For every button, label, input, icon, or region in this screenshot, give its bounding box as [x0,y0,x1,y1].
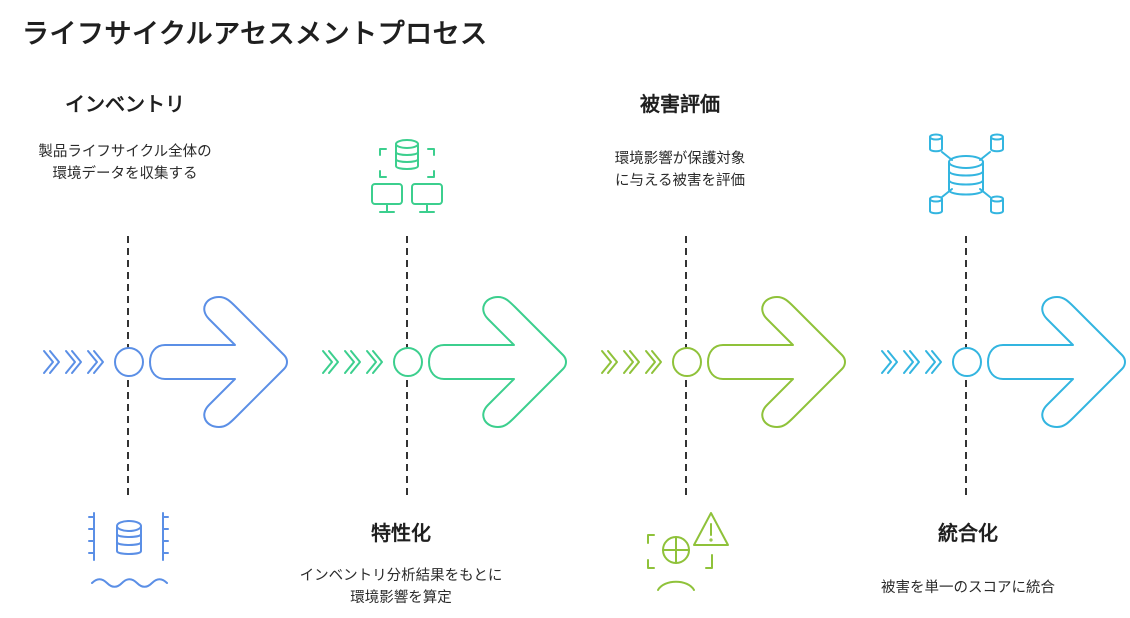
chevron-icon [909,350,920,374]
chevron-icon [645,350,656,374]
stage-title-damage: 被害評価 [640,92,720,116]
chevron-icon [931,350,942,374]
stage-desc-inventory: 製品ライフサイクル全体の 環境データを収集する [0,141,255,185]
stage-title-integration: 統合化 [938,521,998,545]
stage-desc-inventory-line1: 製品ライフサイクル全体の [38,144,212,160]
stage-title-inventory: インベントリ [65,92,185,116]
stage-desc-integration-line1: 被害を単一のスコアに統合 [881,580,1055,596]
chevron-icon [93,350,104,374]
chevron-icon [925,350,936,374]
database-hub-icon [929,133,1004,215]
chevron-icon [881,350,892,374]
chevron-icon [629,350,640,374]
stage-node-inventory [114,347,144,377]
stage-desc-integration: 被害を単一のスコアに統合 [838,577,1098,599]
big-arrow-inventory [149,296,288,428]
stage-desc-damage-line2: に与える被害を評価 [614,173,746,189]
chevron-icon [344,350,355,374]
chevron-icon [322,350,333,374]
chevron-icon [87,350,98,374]
globe-warning-icon [647,512,729,591]
page-title: ライフサイクルアセスメントプロセス [22,19,488,50]
chevron-icon [601,350,612,374]
stage-node-damage [672,347,702,377]
chevron-icon [350,350,361,374]
chevron-icon [65,350,76,374]
stage-desc-damage-line1: 環境影響が保護対象 [614,151,746,167]
stage-desc-characterization-line2: 環境影響を算定 [350,590,452,606]
stage-desc-characterization: インベントリ分析結果をもとに 環境影響を算定 [271,565,531,609]
chevron-icon [43,350,54,374]
chevron-icon [366,350,377,374]
chevron-icon [607,350,618,374]
chevron-icon [903,350,914,374]
chevron-icon [887,350,898,374]
chevron-icon [651,350,662,374]
chevron-icon [328,350,339,374]
big-arrow-characterization [428,296,567,428]
database-water-icon [88,512,169,588]
chevron-icon [623,350,634,374]
big-arrow-integration [987,296,1126,428]
chevron-icon [49,350,60,374]
stage-desc-inventory-line2: 環境データを収集する [52,166,198,182]
big-arrow-damage [707,296,846,428]
stage-node-integration [952,347,982,377]
chevron-icon [372,350,383,374]
stage-node-characterization [393,347,423,377]
chevron-icon [71,350,82,374]
stage-title-characterization: 特性化 [371,521,431,545]
stage-desc-characterization-line1: インベントリ分析結果をもとに [299,568,503,584]
database-network-icon [371,139,443,213]
stage-desc-damage: 環境影響が保護対象 に与える被害を評価 [550,148,810,192]
